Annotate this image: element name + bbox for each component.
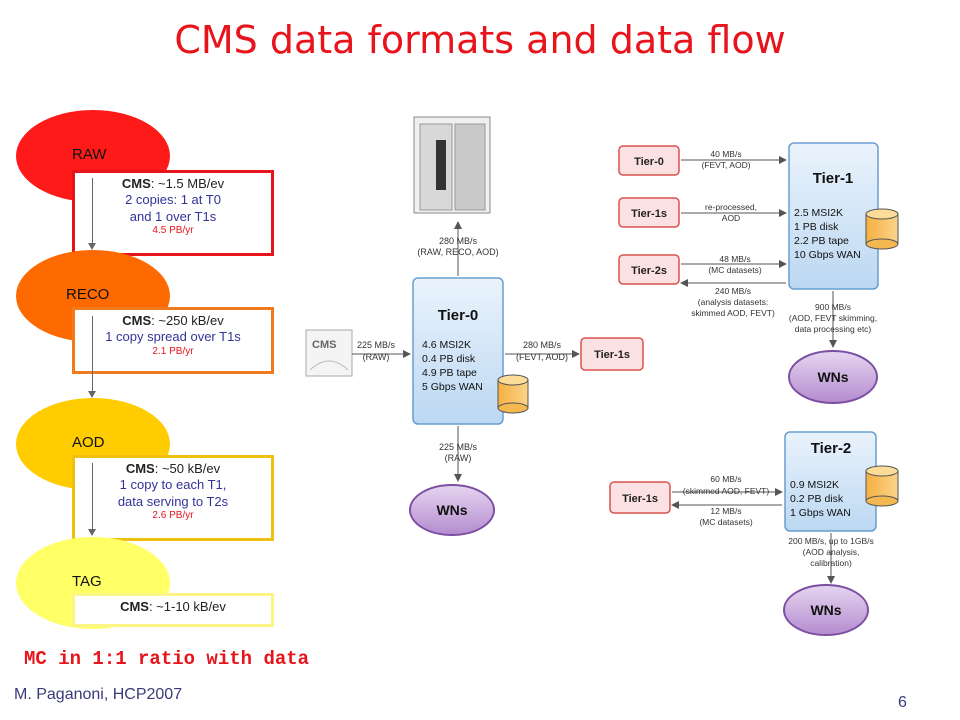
tier1-title: Tier-1	[813, 170, 854, 187]
format-flow-arrow	[88, 316, 96, 398]
tier0-spec: 0.4 PB disk	[422, 353, 476, 365]
flow-label: (MC datasets)	[708, 265, 762, 275]
format-volume: 2.1 PB/yr	[152, 345, 194, 357]
cms-logo-text: CMS	[312, 339, 336, 351]
tier0-spec: 4.9 PB tape	[422, 367, 477, 379]
flow-label: 225 MB/s	[439, 442, 478, 452]
flow-label: AOD	[722, 213, 740, 223]
format-flow-arrow	[88, 463, 96, 536]
flow-label: 200 MB/s, up to 1GB/s	[788, 536, 874, 546]
tier2-spec: 1 Gbps WAN	[790, 507, 851, 519]
flow-label: (FEVT, AOD)	[701, 160, 750, 170]
tier2-node: Tier-2 0.9 MSI2K 0.2 PB disk 1 Gbps WAN	[784, 431, 899, 532]
flow-label: (AOD analysis,	[803, 547, 860, 557]
flow-label: calibration)	[810, 558, 852, 568]
flow-label: (RAW, RECO, AOD)	[417, 247, 498, 257]
tier1s-box: Tier-1s	[580, 337, 644, 371]
format-volume: 2.6 PB/yr	[152, 509, 194, 521]
flow-label: 280 MB/s	[439, 236, 478, 246]
tier2s-box-small: Tier-2s	[618, 254, 680, 285]
tier1-spec: 10 Gbps WAN	[794, 249, 861, 261]
wns-node: WNs	[788, 350, 878, 404]
arrow-head-icon	[88, 391, 96, 398]
tier2-title: Tier-2	[811, 440, 852, 457]
flow-label: data processing etc)	[795, 324, 872, 334]
flow-label: re-processed,	[705, 202, 757, 212]
arrow-head-icon	[88, 529, 96, 536]
format-size: CMS: ~1.5 MB/ev	[121, 176, 225, 191]
flow-label: (RAW)	[363, 352, 390, 362]
tier1-spec: 1 PB disk	[794, 221, 839, 233]
format-info-box: CMS: ~1-10 kB/ev	[72, 593, 274, 627]
format-copies: 1 copy spread over T1s	[105, 329, 241, 345]
page-title: CMS data formats and data flow	[174, 18, 786, 62]
format-flow-arrow	[88, 178, 96, 250]
flow-label: (analysis datasets:	[698, 297, 768, 307]
tier0-spec: 4.6 MSI2K	[422, 339, 471, 351]
svg-text:WNs: WNs	[436, 502, 467, 518]
format-copies: 2 copies: 1 at T0	[125, 192, 221, 208]
format-copies: 1 copy to each T1,	[119, 477, 227, 493]
svg-text:WNs: WNs	[817, 369, 848, 385]
tier0-node: Tier-0 4.6 MSI2K 0.4 PB disk 4.9 PB tape…	[412, 277, 529, 425]
format-copies-2: data serving to T2s	[117, 493, 229, 509]
author-credit: M. Paganoni, HCP2007	[14, 686, 183, 703]
cms-logo: CMS	[305, 329, 353, 377]
wns-node: WNs	[783, 584, 869, 636]
tier0-title: Tier-0	[438, 307, 479, 324]
flow-label: (FEVT, AOD)	[516, 352, 568, 362]
tier1-spec: 2.2 PB tape	[794, 235, 849, 247]
format-name: RECO	[66, 286, 110, 303]
format-volume: 4.5 PB/yr	[152, 224, 194, 236]
tier1-node: Tier-1 2.5 MSI2K 1 PB disk 2.2 PB tape 1…	[788, 142, 899, 290]
tier1s-box-small: Tier-1s	[618, 197, 680, 228]
tier2-spec: 0.9 MSI2K	[790, 479, 839, 491]
tier2-spec: 0.2 PB disk	[790, 493, 844, 505]
flow-label: 12 MB/s	[710, 506, 741, 516]
arrow-head-icon	[88, 243, 96, 250]
svg-text:Tier-1s: Tier-1s	[594, 349, 630, 361]
format-name: RAW	[72, 146, 107, 163]
format-name: TAG	[72, 573, 102, 590]
format-name: AOD	[72, 434, 105, 451]
svg-text:WNs: WNs	[810, 602, 841, 618]
svg-text:Tier-1s: Tier-1s	[622, 493, 658, 505]
svg-text:Tier-1s: Tier-1s	[631, 208, 667, 220]
disk-cylinder-icon	[497, 374, 529, 414]
page-number: 6	[898, 694, 907, 711]
flow-label: (RAW)	[445, 453, 472, 463]
format-size: CMS: ~250 kB/ev	[122, 313, 224, 328]
flow-label: 280 MB/s	[523, 340, 562, 350]
format-size: CMS: ~1-10 kB/ev	[120, 599, 226, 614]
flow-label: 225 MB/s	[357, 340, 396, 350]
flow-label: 40 MB/s	[710, 149, 741, 159]
flow-label: skimmed AOD, FEVT)	[691, 308, 775, 318]
disk-cylinder-icon	[865, 465, 899, 507]
mc-ratio-note: MC in 1:1 ratio with data	[24, 648, 310, 670]
flow-label: (MC datasets)	[699, 517, 753, 527]
server-rack-image	[413, 116, 491, 214]
tier1s-box-small: Tier-1s	[609, 481, 671, 514]
flow-label: 48 MB/s	[719, 254, 750, 264]
tier0-box-small: Tier-0	[618, 145, 680, 176]
format-copies-2: and 1 over T1s	[129, 208, 217, 224]
tier1-spec: 2.5 MSI2K	[794, 207, 843, 219]
disk-cylinder-icon	[865, 208, 899, 250]
tier0-spec: 5 Gbps WAN	[422, 381, 483, 393]
flow-label: 900 MB/s	[815, 302, 851, 312]
svg-text:Tier-2s: Tier-2s	[631, 265, 667, 277]
wns-node: WNs	[409, 484, 495, 536]
format-size: CMS: ~50 kB/ev	[125, 461, 221, 476]
flow-label: (AOD, FEVT skimming,	[789, 313, 877, 323]
flow-label: 240 MB/s	[715, 286, 751, 296]
flow-label: 60 MB/s	[710, 474, 741, 484]
svg-text:Tier-0: Tier-0	[634, 156, 664, 168]
flow-label: (skimmed AOD, FEVT)	[683, 486, 770, 496]
